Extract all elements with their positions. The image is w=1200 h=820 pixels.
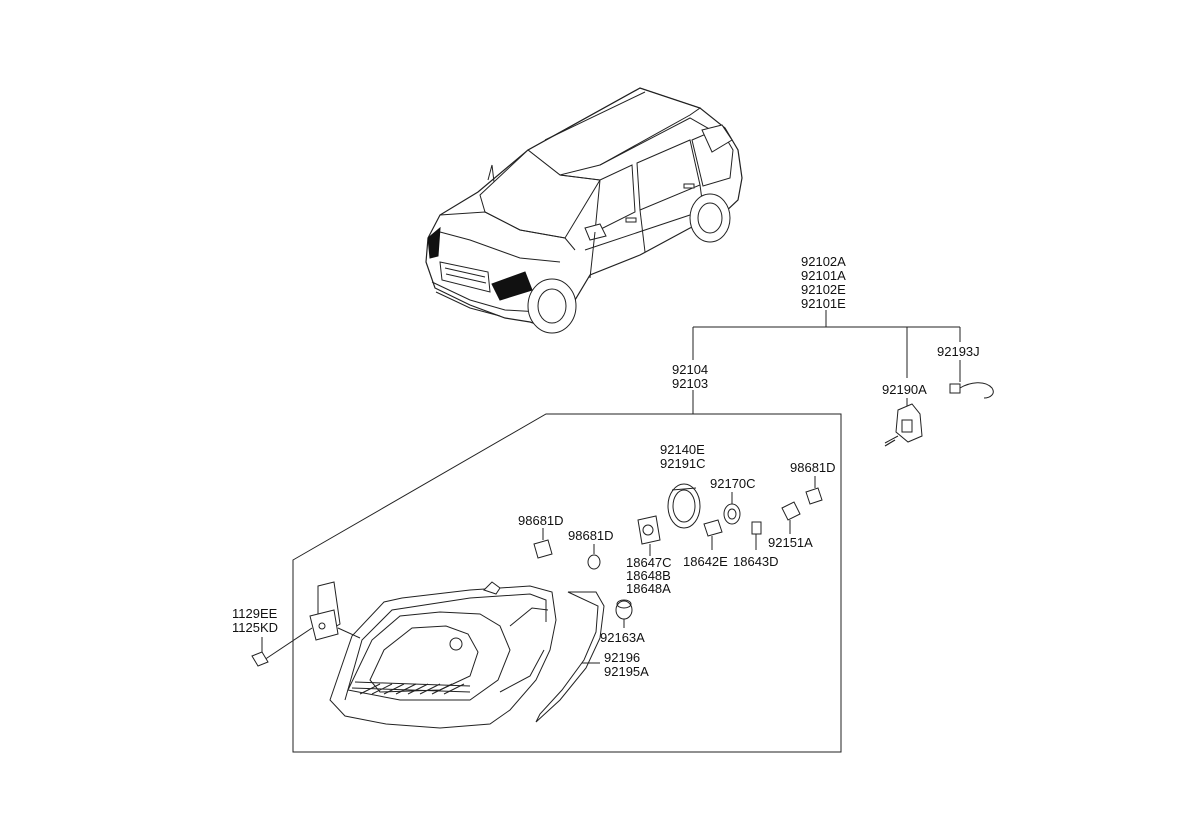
label-assy-4: 92101E xyxy=(801,296,846,311)
label-bulb-647-2: 18648B xyxy=(626,568,671,583)
label-bulb-681d-left: 98681D xyxy=(518,513,564,528)
exploded-view-frame xyxy=(292,413,842,753)
label-bulb-151a: 92151A xyxy=(768,535,813,550)
label-bulb-647-1: 18647C xyxy=(626,555,672,570)
label-socket-1: 92140E xyxy=(660,442,705,457)
label-bulb-170c: 92170C xyxy=(710,476,756,491)
label-bulb-647-3: 18648A xyxy=(626,581,671,596)
bulb-18647c-icon xyxy=(637,515,661,556)
label-assy-1: 92102A xyxy=(801,254,846,269)
headlamp-assembly-icon xyxy=(251,581,557,729)
vehicle-illustration xyxy=(425,87,743,334)
label-assy-2: 92101A xyxy=(801,268,846,283)
label-bolt-1: 1129EE xyxy=(232,606,278,621)
bulb-98681d-right-icon xyxy=(805,476,823,505)
leveling-actuator-icon xyxy=(884,403,923,447)
part-labels: 92102A 92101A 92102E 92101E 92104 92103 … xyxy=(232,254,980,679)
bulb-92170c-icon xyxy=(723,492,741,525)
bulb-98681d-left-icon xyxy=(533,528,553,559)
label-cap-163a: 92163A xyxy=(600,630,645,645)
label-trim-1: 92196 xyxy=(604,650,640,665)
label-bulb-681d-mid: 98681D xyxy=(568,528,614,543)
wire-harness-icon xyxy=(949,382,994,399)
bulb-98681d-mid-icon xyxy=(587,544,601,570)
cap-92163a-icon xyxy=(615,599,633,628)
bulb-18643d-icon xyxy=(751,521,762,550)
label-lamp-1: 92104 xyxy=(672,362,708,377)
label-bolt-2: 1125KD xyxy=(232,620,278,635)
label-assy-3: 92102E xyxy=(801,282,846,297)
label-leveling: 92190A xyxy=(882,382,927,397)
label-trim-2: 92195A xyxy=(604,664,649,679)
bulb-18642e-icon xyxy=(703,519,723,550)
bulb-92151a-icon xyxy=(781,501,801,534)
label-bulb-643d: 18643D xyxy=(733,554,779,569)
label-lamp-2: 92103 xyxy=(672,376,708,391)
leader-lines xyxy=(692,310,961,414)
trim-strip-icon xyxy=(535,591,605,723)
label-wire: 92193J xyxy=(937,344,980,359)
label-socket-2: 92191C xyxy=(660,456,706,471)
label-bulb-681d-right: 98681D xyxy=(790,460,836,475)
socket-ring-icon xyxy=(667,483,701,529)
label-bulb-642e: 18642E xyxy=(683,554,728,569)
